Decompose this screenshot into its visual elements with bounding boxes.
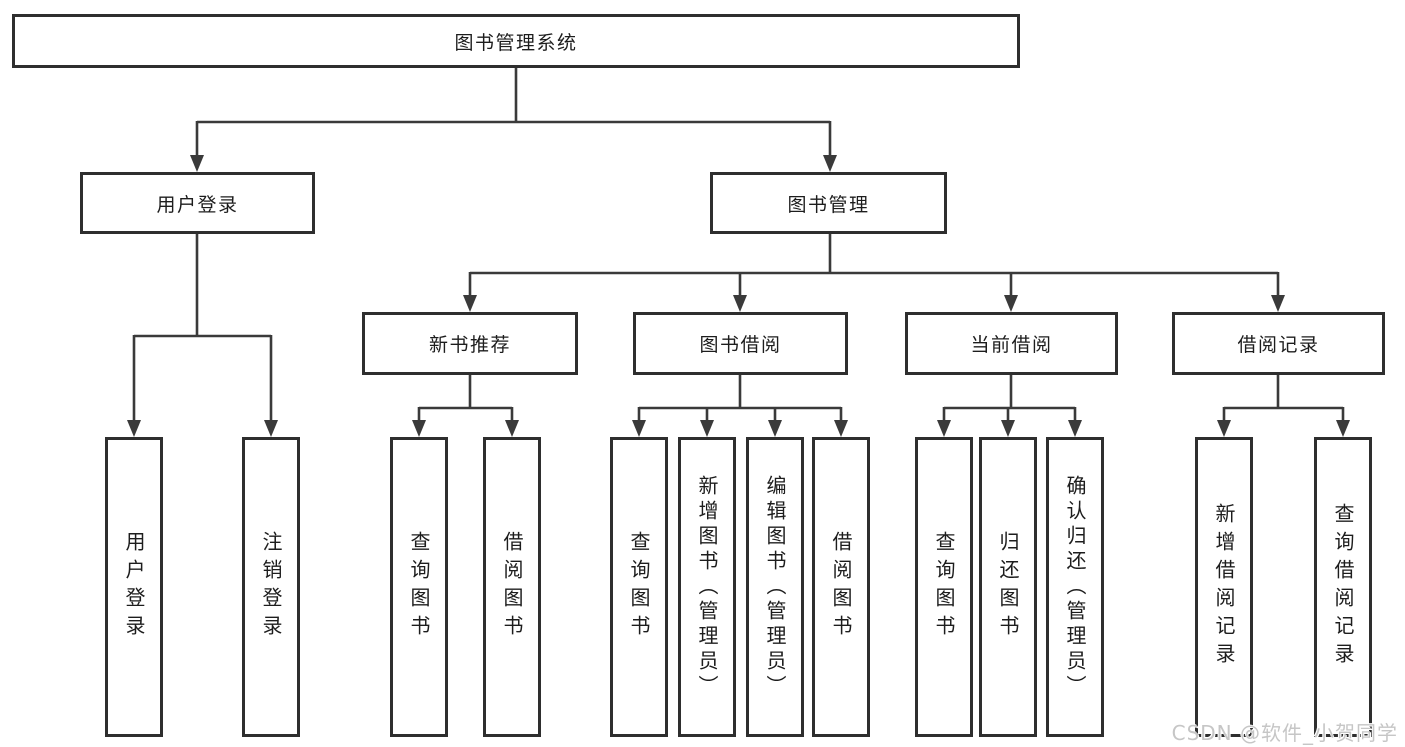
node-borrowing-records-label: 借阅记录 (1237, 334, 1320, 356)
leaf-logout-label: 注销登录 (259, 531, 283, 643)
leaf-bb-edit-books-label: 编辑图书（管理员） (763, 474, 787, 700)
leaf-cb-confirm-return-label: 确认归还（管理员） (1063, 474, 1087, 700)
node-new-book-recommend-label: 新书推荐 (428, 334, 511, 356)
leaf-bb-query-books-label: 查询图书 (627, 531, 651, 643)
node-book-management-label: 图书管理 (787, 193, 870, 216)
leaf-bb-add-books-label: 新增图书（管理员） (695, 474, 719, 700)
node-current-borrowing-label: 当前借阅 (970, 334, 1053, 356)
leaf-logout: 注销登录 (242, 437, 300, 737)
leaf-br-add-record-label: 新增借阅记录 (1212, 503, 1236, 671)
node-new-book-recommend: 新书推荐 (362, 312, 578, 375)
node-borrowing-records: 借阅记录 (1172, 312, 1385, 375)
leaf-user-login-label: 用户登录 (122, 531, 146, 643)
leaf-bb-add-books: 新增图书（管理员） (678, 437, 736, 737)
leaf-bb-query-books: 查询图书 (610, 437, 668, 737)
leaf-cb-return-books: 归还图书 (979, 437, 1037, 737)
arrowheads (127, 155, 1350, 437)
leaf-cb-query-books: 查询图书 (915, 437, 973, 737)
leaf-bb-borrow-books: 借阅图书 (812, 437, 870, 737)
node-root-label: 图书管理系统 (454, 31, 578, 54)
node-book-borrowing-label: 图书借阅 (699, 334, 782, 356)
node-user-login-label: 用户登录 (156, 193, 239, 216)
leaf-nbr-query-books: 查询图书 (390, 437, 448, 737)
leaf-user-login: 用户登录 (105, 437, 163, 737)
node-book-borrowing: 图书借阅 (633, 312, 848, 375)
leaf-nbr-borrow-books-label: 借阅图书 (500, 531, 524, 643)
leaf-cb-return-books-label: 归还图书 (996, 531, 1020, 643)
leaf-nbr-query-books-label: 查询图书 (407, 531, 431, 643)
node-current-borrowing: 当前借阅 (905, 312, 1118, 375)
leaf-nbr-borrow-books: 借阅图书 (483, 437, 541, 737)
node-user-login: 用户登录 (80, 172, 315, 234)
leaf-bb-edit-books: 编辑图书（管理员） (746, 437, 804, 737)
node-book-management: 图书管理 (710, 172, 947, 234)
leaf-br-query-record: 查询借阅记录 (1314, 437, 1372, 737)
watermark: CSDN @软件_小贺同学 (1171, 721, 1398, 745)
leaf-bb-borrow-books-label: 借阅图书 (829, 531, 853, 643)
leaf-cb-query-books-label: 查询图书 (932, 531, 956, 643)
leaf-br-query-record-label: 查询借阅记录 (1331, 503, 1355, 671)
node-root: 图书管理系统 (12, 14, 1020, 68)
leaf-cb-confirm-return: 确认归还（管理员） (1046, 437, 1104, 737)
leaf-br-add-record: 新增借阅记录 (1195, 437, 1253, 737)
